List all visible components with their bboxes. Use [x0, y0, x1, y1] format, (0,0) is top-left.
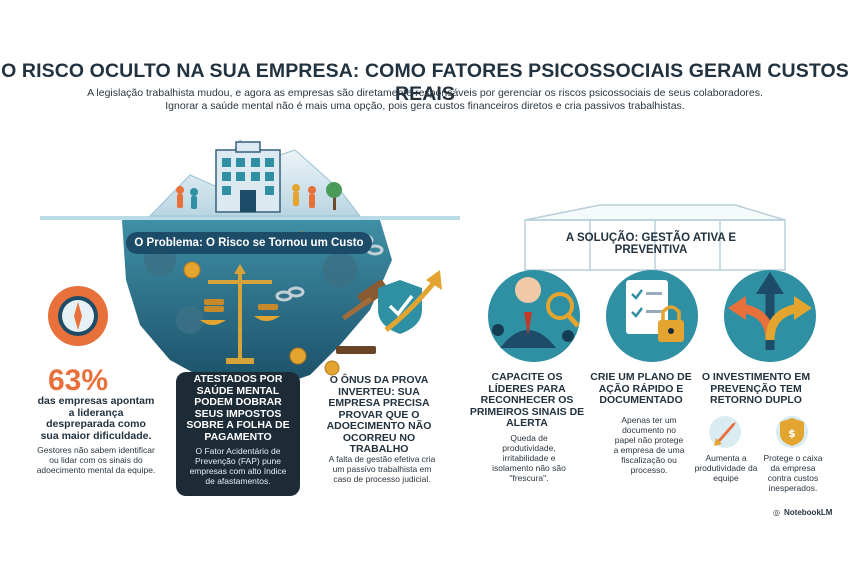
investment-title: O INVESTIMENTO EM PREVENÇÃO TEM RETORNO … — [701, 371, 811, 406]
iceberg-illustration — [40, 139, 460, 392]
problem-label: O Problema: O Risco se Tornou um Custo — [126, 232, 372, 254]
burden-title: O ÔNUS DA PROVA INVERTEU: SUA EMPRESA PR… — [326, 374, 432, 455]
page-subtitle: A legislação trabalhista mudou, e agora … — [60, 87, 790, 113]
investment-note-cash: Protege o caixa da empresa contra custos… — [763, 453, 823, 493]
scales-icon — [200, 264, 280, 364]
office-building-icon — [215, 141, 281, 213]
arrow-up-icon — [384, 270, 442, 332]
fap-note: O Fator Acidentário de Prevenção (FAP) p… — [189, 446, 287, 486]
plan-note: Apenas ter um documento no papel não pro… — [613, 415, 685, 475]
stat-note: Gestores não sabem identificar ou lidar … — [36, 445, 156, 475]
notebooklm-icon: ◎ — [773, 508, 780, 517]
page-title: O RISCO OCULTO NA SUA EMPRESA: COMO FATO… — [1, 60, 849, 105]
fap-title: ATESTADOS POR SAÚDE MENTAL PODEM DOBRAR … — [186, 373, 290, 443]
glass-frame — [524, 204, 786, 271]
tree-icon — [326, 182, 342, 210]
investment-note-productivity: Aumenta a produtividade da equipe — [694, 453, 758, 483]
diverging-arrows-icon — [728, 272, 812, 350]
subtitle-line-2: Ignorar a saúde mental não é mais uma op… — [165, 100, 685, 112]
leaders-title: CAPACITE OS LÍDERES PARA RECONHECER OS P… — [469, 371, 585, 429]
water-surface — [40, 216, 460, 220]
plan-title: CRIE UM PLANO DE AÇÃO RÁPIDO E DOCUMENTA… — [590, 371, 692, 406]
burden-note: A falta de gestão efetiva cria um passiv… — [328, 454, 436, 484]
solution-label: A SOLUÇÃO: GESTÃO ATIVA E PREVENTIVA — [565, 232, 737, 256]
stat-label: das empresas apontam a liderança desprep… — [37, 395, 155, 442]
shield-check-icon — [378, 280, 422, 334]
subtitle-line-1: A legislação trabalhista mudou, e agora … — [87, 87, 763, 99]
document-lock-icon — [626, 280, 684, 342]
people-icon — [176, 184, 316, 209]
stat-number: 63% — [48, 364, 109, 397]
solution-illustration: $ — [488, 204, 816, 448]
fap-card — [176, 372, 300, 496]
magnifier-person-icon — [492, 277, 580, 348]
leaders-note: Queda de produtividade, irritabilidade e… — [492, 433, 566, 483]
rocket-icon — [709, 416, 741, 448]
brand-label: NotebookLM — [784, 508, 833, 517]
gavel-icon — [336, 279, 389, 354]
coin-shield-icon: $ — [776, 416, 808, 448]
svg-text:$: $ — [788, 427, 796, 440]
compass-icon — [48, 286, 108, 346]
